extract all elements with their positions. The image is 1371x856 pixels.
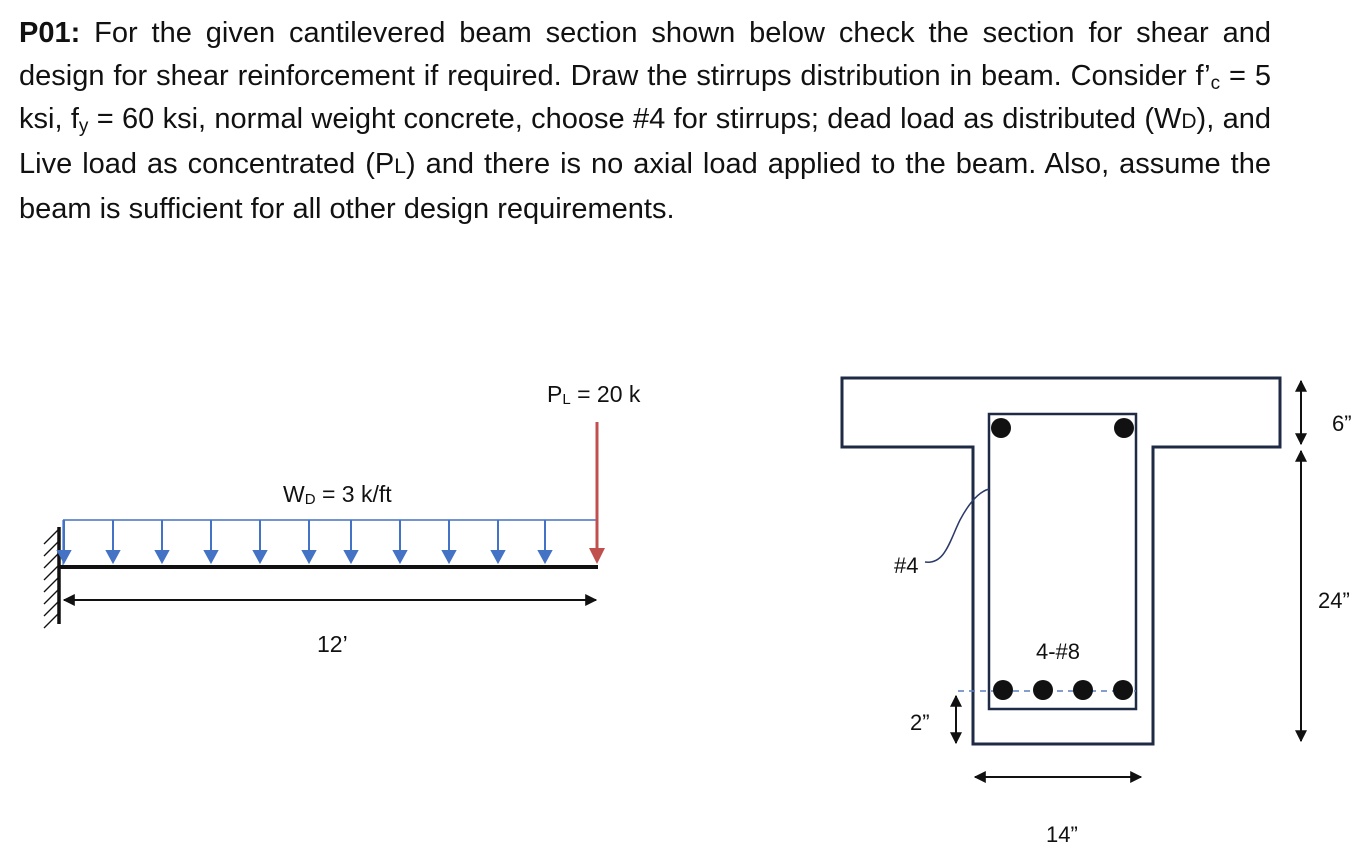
top-rebar bbox=[991, 418, 1011, 438]
distributed-load bbox=[56, 519, 598, 566]
t-section-diagram: #4 4-#8 6” 24” 2” 14” bbox=[840, 376, 1352, 847]
stirrup-leader bbox=[924, 488, 990, 563]
distributed-load-label: WD = 3 k/ft bbox=[283, 481, 392, 508]
bottom-rebar bbox=[993, 680, 1013, 700]
web-depth-label: 24” bbox=[1318, 588, 1350, 613]
flange-depth-label: 6” bbox=[1332, 411, 1352, 436]
span-label: 12’ bbox=[317, 631, 348, 657]
fixed-support bbox=[43, 527, 61, 629]
bottom-bars-label: 4-#8 bbox=[1036, 639, 1080, 664]
top-rebar bbox=[1114, 418, 1134, 438]
point-load-label: PL = 20 k bbox=[547, 381, 641, 408]
statement-part-2: = 5 ksi, f bbox=[19, 60, 1271, 135]
bottom-rebar bbox=[1073, 680, 1093, 700]
stirrup-label: #4 bbox=[894, 553, 918, 578]
stirrup-outline bbox=[987, 412, 1138, 711]
statement-part-5: ) and there is no axial load applied to … bbox=[19, 148, 1271, 225]
t-section-outline bbox=[840, 376, 1282, 746]
problem-id: P01: bbox=[19, 17, 81, 49]
cantilever-beam-diagram: PL = 20 k WD = 3 k/ft 12’ bbox=[43, 381, 641, 657]
bottom-rebar bbox=[1113, 680, 1133, 700]
bottom-rebar bbox=[1033, 680, 1053, 700]
pl-subscript: L bbox=[394, 155, 406, 178]
wd-subscript: D bbox=[1181, 110, 1197, 133]
cover-label: 2” bbox=[910, 710, 930, 735]
statement-part-1: For the given cantilevered beam section … bbox=[19, 17, 1271, 92]
statement-part-4: ), and Live load as concentrated (P bbox=[19, 103, 1271, 180]
fc-subscript: c bbox=[1210, 73, 1221, 94]
statement-part-3: = 60 ksi, normal weight concrete, choose… bbox=[88, 103, 1182, 135]
fy-subscript: y bbox=[78, 116, 89, 137]
width-label: 14” bbox=[1046, 822, 1078, 847]
point-load-arrow bbox=[589, 422, 605, 564]
problem-statement: P01: For the given cantilevered beam sec… bbox=[19, 12, 1271, 231]
fc-prime: ’ bbox=[1204, 60, 1211, 92]
